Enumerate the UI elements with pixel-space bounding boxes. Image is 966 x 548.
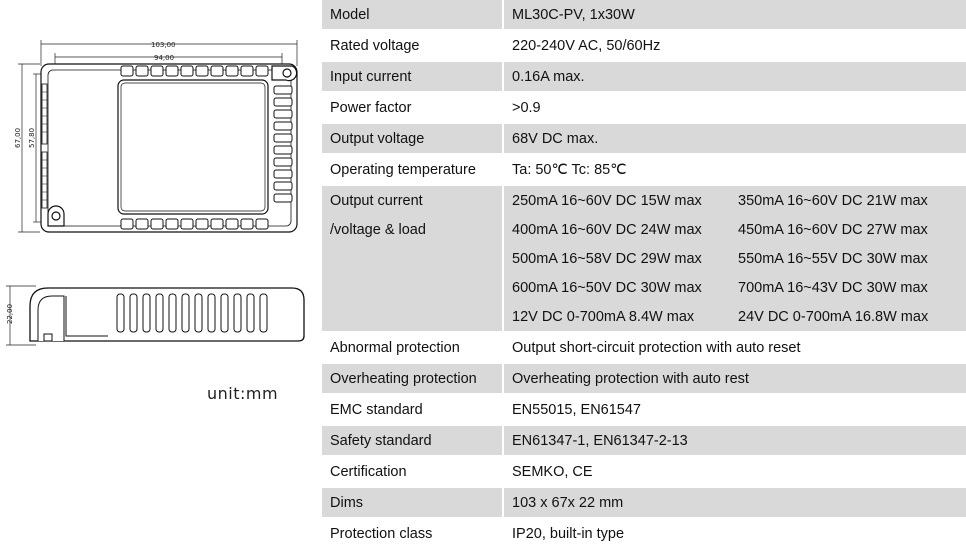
output-option: 350mA 16~60V DC 21W max xyxy=(734,185,966,215)
spec-value: IP20, built-in type xyxy=(512,525,625,542)
spec-label: /voltage & load xyxy=(322,215,504,244)
spec-value: ML30C-PV, 1x30W xyxy=(503,0,966,31)
output-option: 24V DC 0-700mA 16.8W max xyxy=(734,302,966,333)
dim-height-inner: 57,80 xyxy=(28,128,36,148)
table-row: 600mA 16~50V DC 30W max 700mA 16~43V DC … xyxy=(322,273,966,302)
table-row: Dims 103 x 67x 22 mm xyxy=(322,487,966,519)
spec-value: Ta: 50℃ Tc: 85℃ xyxy=(503,154,966,186)
table-row: /voltage & load 400mA 16~60V DC 24W max … xyxy=(322,215,966,244)
table-row: Operating temperature Ta: 50℃ Tc: 85℃ xyxy=(322,154,966,186)
dim-width-outer: 103,00 xyxy=(151,41,176,49)
output-option: 400mA 16~60V DC 24W max xyxy=(503,215,734,244)
spec-value: 68V DC max. xyxy=(503,123,966,155)
table-row: Output voltage 68V DC max. xyxy=(322,123,966,155)
output-option: 12V DC 0-700mA 8.4W max xyxy=(503,302,734,333)
table-row: Output current 250mA 16~60V DC 15W max 3… xyxy=(322,185,966,215)
table-row: EMC standard EN55015, EN61547 xyxy=(322,394,966,426)
spec-label: Rated voltage xyxy=(322,30,504,62)
table-row: 500mA 16~58V DC 29W max 550mA 16~55V DC … xyxy=(322,244,966,273)
output-option: 500mA 16~58V DC 29W max xyxy=(503,244,734,273)
spec-value: EN61347-1, EN61347-2-13 xyxy=(503,425,966,457)
dim-height-outer: 67,00 xyxy=(14,128,22,148)
output-option: 700mA 16~43V DC 30W max xyxy=(734,273,966,302)
spec-label: Safety standard xyxy=(322,425,504,457)
spec-label: Input current xyxy=(322,61,504,93)
spec-label: Abnormal protection xyxy=(322,332,504,364)
spec-value: SEMKO, CE xyxy=(503,456,966,488)
table-row: Model ML30C-PV, 1x30W xyxy=(322,0,966,31)
spec-value: 0.16A max. xyxy=(503,61,966,93)
table-row: Certification SEMKO, CE xyxy=(322,456,966,488)
output-option: 550mA 16~55V DC 30W max xyxy=(734,244,966,273)
output-option: 250mA 16~60V DC 15W max xyxy=(503,185,734,215)
spec-value: 220-240V AC, 50/60Hz xyxy=(503,30,966,62)
table-row: Power factor >0.9 xyxy=(322,92,966,124)
spec-label: Protection class xyxy=(322,518,504,548)
spec-label: Output current xyxy=(322,185,504,215)
spec-table: Model ML30C-PV, 1x30W Rated voltage 220-… xyxy=(322,0,966,548)
spec-value: EN55015, EN61547 xyxy=(503,394,966,426)
spec-value: Overheating protection with auto rest xyxy=(503,363,966,395)
spec-label: Output voltage xyxy=(322,123,504,155)
dim-width-inner: 94,00 xyxy=(154,54,174,62)
table-row: Rated voltage 220-240V AC, 50/60Hz xyxy=(322,30,966,62)
spec-value: >0.9 xyxy=(503,92,966,124)
dim-side-height: 22,00 xyxy=(6,304,14,324)
table-row: Input current 0.16A max. xyxy=(322,61,966,93)
spec-value: 103 x 67x 22 mm xyxy=(503,487,966,519)
spec-label: Operating temperature xyxy=(322,154,504,186)
table-row: Abnormal protection Output short-circuit… xyxy=(322,332,966,364)
table-row: Safety standard EN61347-1, EN61347-2-13 xyxy=(322,425,966,457)
spec-label: Power factor xyxy=(322,92,504,124)
spec-label: Dims xyxy=(322,487,504,519)
spec-label: Model xyxy=(322,0,504,31)
spec-label: EMC standard xyxy=(322,394,504,426)
output-option: 600mA 16~50V DC 30W max xyxy=(503,273,734,302)
spec-label: Overheating protection xyxy=(322,363,504,395)
table-row: 12V DC 0-700mA 8.4W max 24V DC 0-700mA 1… xyxy=(322,302,966,333)
technical-drawing: 103,00 94,00 67,00 57,80 xyxy=(6,40,305,346)
spec-label: Certification xyxy=(322,456,504,488)
spec-value: Output short-circuit protection with aut… xyxy=(503,332,966,364)
output-option: 450mA 16~60V DC 27W max xyxy=(734,215,966,244)
table-row: Overheating protection Overheating prote… xyxy=(322,363,966,395)
table-row: Protection class IP20, built-in type xyxy=(322,518,966,548)
top-view-outline xyxy=(40,63,298,233)
unit-label: unit:mm xyxy=(207,384,279,403)
